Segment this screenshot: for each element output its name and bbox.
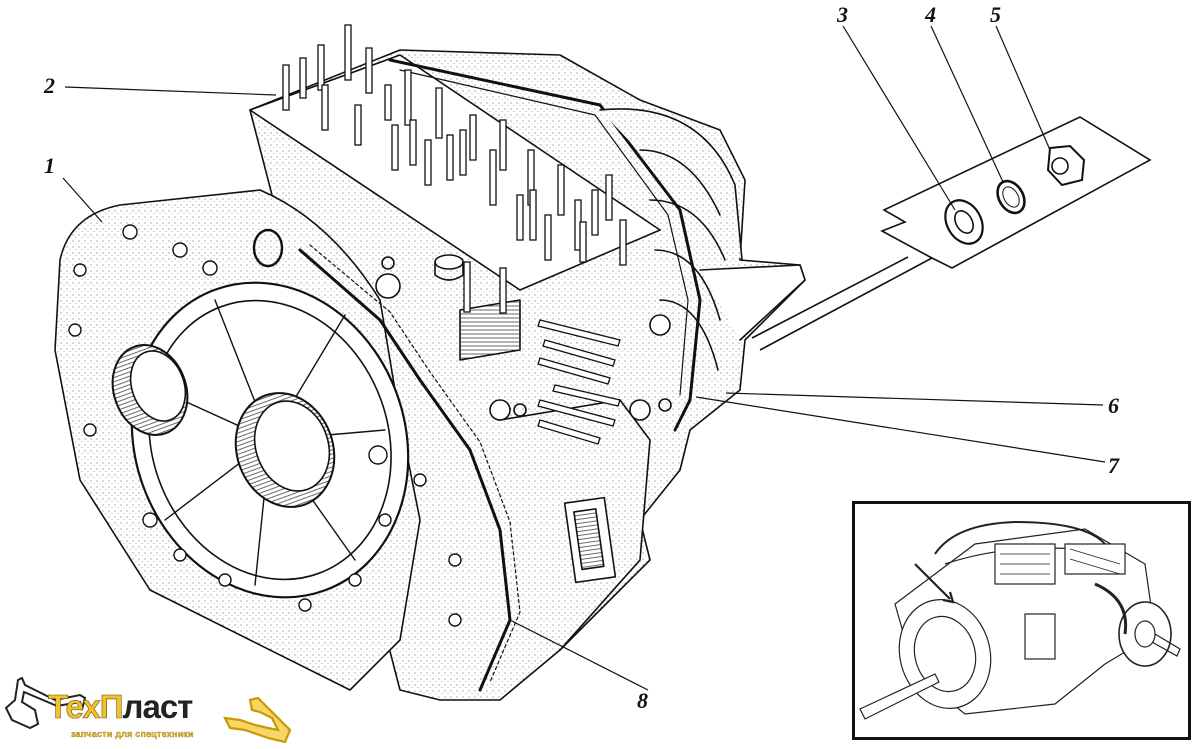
techplast-logo [4, 676, 292, 744]
logo-word-part2: П [99, 688, 124, 725]
callout-8: 8 [637, 688, 648, 713]
leader-2 [64, 86, 277, 96]
logo-bucket-icon [223, 696, 292, 744]
callout-6: 6 [1108, 393, 1119, 418]
callout-3: 3 [837, 2, 848, 27]
hex-nut-shape [1046, 144, 1086, 187]
callout-4: 4 [925, 2, 936, 27]
logo-word-part1: Тех [48, 688, 101, 725]
studs [282, 24, 627, 314]
flat-washer-shape [944, 199, 984, 245]
inset-overview [852, 501, 1191, 740]
callout-5: 5 [990, 2, 1001, 27]
inset-assembly-drawing [859, 520, 1181, 720]
logo-tagline: запчасти для спецтехники [71, 729, 194, 739]
leader-1 [62, 177, 103, 223]
logo-excavator-arm-icon [4, 676, 87, 730]
callout-2: 2 [44, 73, 55, 98]
logo-word-part3: ласт [122, 688, 194, 725]
callout-1: 1 [44, 153, 55, 178]
leader-6 [725, 392, 1104, 406]
leader-3 [842, 25, 956, 211]
logo-wordmark: ТехПласт [48, 688, 194, 725]
leader-8 [509, 619, 649, 691]
leader-4 [930, 25, 1004, 183]
callout-7: 7 [1108, 453, 1119, 478]
rear-cover [388, 58, 702, 432]
spring-washer-shape [996, 179, 1026, 215]
leader-7 [695, 396, 1106, 463]
leader-5 [995, 25, 1051, 151]
